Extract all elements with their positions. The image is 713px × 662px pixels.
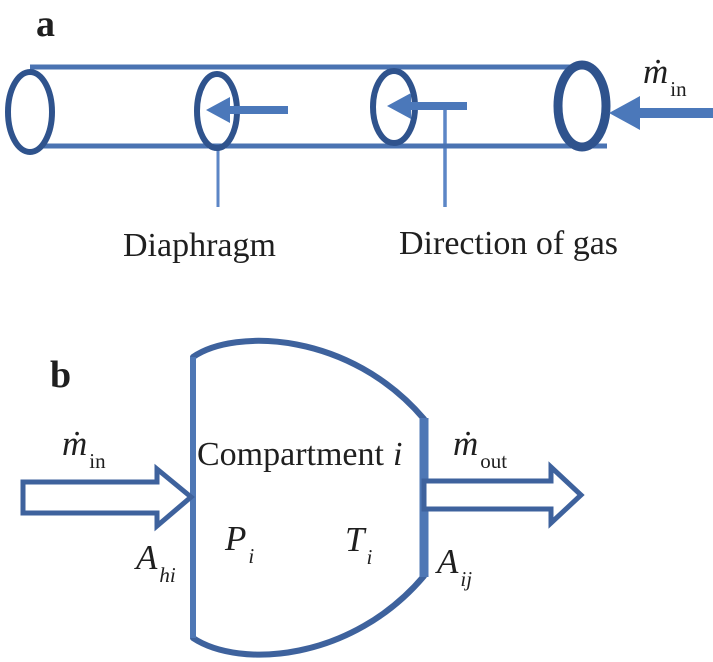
temperature-symbol: T	[345, 520, 365, 559]
compartment-bottom-arc	[190, 573, 427, 658]
cylinder-right-cap	[553, 60, 611, 152]
area-symbol: A	[437, 542, 459, 581]
m-dot-symbol: ṁ	[453, 424, 479, 463]
m-dot-symbol: ṁ	[62, 424, 88, 463]
panel-a-label: a	[36, 3, 55, 45]
outflow-block-arrow	[421, 461, 585, 529]
in-subscript: in	[670, 77, 687, 101]
area-hi-label: Ahi	[136, 538, 176, 586]
temperature-subscript: i	[366, 545, 373, 569]
gas-flow-arrow-2	[387, 93, 467, 119]
direction-of-gas-label: Direction of gas	[399, 225, 619, 262]
m-dot-symbol: ṁ	[643, 52, 669, 91]
area-symbol: A	[136, 538, 158, 577]
out-subscript: out	[480, 449, 508, 473]
area-ij-subscript: ij	[460, 567, 473, 591]
pressure-subscript: i	[248, 544, 255, 568]
diaphragm-label: Diaphragm	[123, 227, 276, 264]
area-hi-subscript: hi	[159, 563, 176, 587]
inlet-flow-arrow	[609, 96, 713, 130]
inflow-block-arrow	[20, 463, 195, 532]
m-dot-out-label: ṁout	[453, 424, 507, 472]
in-subscript: in	[89, 449, 106, 473]
m-dot-in-label-b: ṁin	[62, 424, 106, 472]
cylinder-left-cap	[5, 69, 55, 155]
compartment-index: i	[392, 436, 403, 473]
pressure-label: Pi	[225, 519, 254, 567]
temperature-label: Ti	[345, 520, 372, 568]
m-dot-in-label-a: ṁin	[643, 52, 687, 100]
area-ij-label: Aij	[437, 542, 472, 590]
pressure-symbol: P	[225, 519, 247, 558]
compartment-word: Compartment	[197, 436, 384, 473]
gas-flow-arrow-1	[206, 97, 288, 123]
compartment-top-arc	[190, 337, 427, 422]
panel-b-label: b	[50, 354, 72, 396]
